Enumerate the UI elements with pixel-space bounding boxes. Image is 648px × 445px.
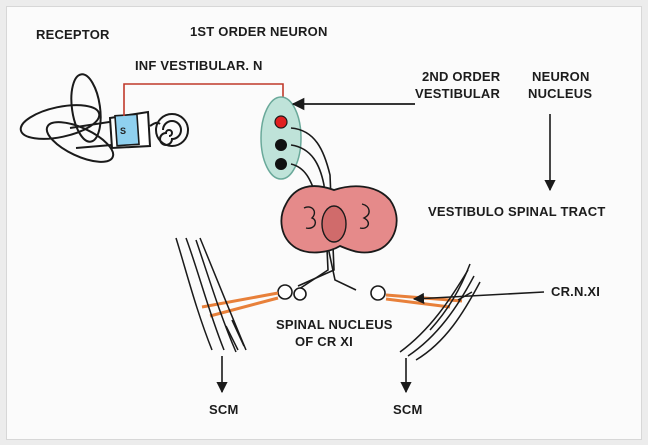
cr-n-xi-label: CR.N.XI	[551, 284, 600, 299]
scm-right-label: SCM	[393, 402, 423, 417]
spinal-nucleus-label: SPINAL NUCLEUS	[276, 317, 393, 332]
first-order-neuron-dot	[275, 116, 287, 128]
vestibulo-spinal-tract-label: VESTIBULO SPINAL TRACT	[428, 204, 606, 219]
nucleus-label: NUCLEUS	[528, 86, 592, 101]
inf-vestibular-nerve-label: INF VESTIBULAR. N	[135, 58, 263, 73]
receptor-label: RECEPTOR	[36, 27, 110, 42]
of-cr-xi-label: OF CR XI	[295, 334, 353, 349]
saccule-letter: S	[120, 126, 126, 136]
inner-ear-illustration	[18, 72, 188, 170]
first-order-neuron-label: 1ST ORDER NEURON	[190, 24, 328, 39]
saccule-marker	[115, 114, 139, 145]
spinal-nucleus-cells	[278, 285, 385, 300]
scm-left-label: SCM	[209, 402, 239, 417]
left-scm-muscle	[176, 238, 246, 352]
right-scm-muscle	[400, 264, 480, 360]
accessory-nerve-fibres	[202, 293, 462, 316]
vestibular-label: VESTIBULAR	[415, 86, 500, 101]
neuron-label: NEURON	[532, 69, 590, 84]
cr-n-xi-pointer	[414, 292, 544, 299]
medulla-section	[281, 186, 396, 252]
vestibular-nucleus	[261, 97, 301, 179]
neuron-dot-black-2	[275, 158, 287, 170]
second-order-label: 2ND ORDER	[422, 69, 501, 84]
neuron-dot-black	[275, 139, 287, 151]
